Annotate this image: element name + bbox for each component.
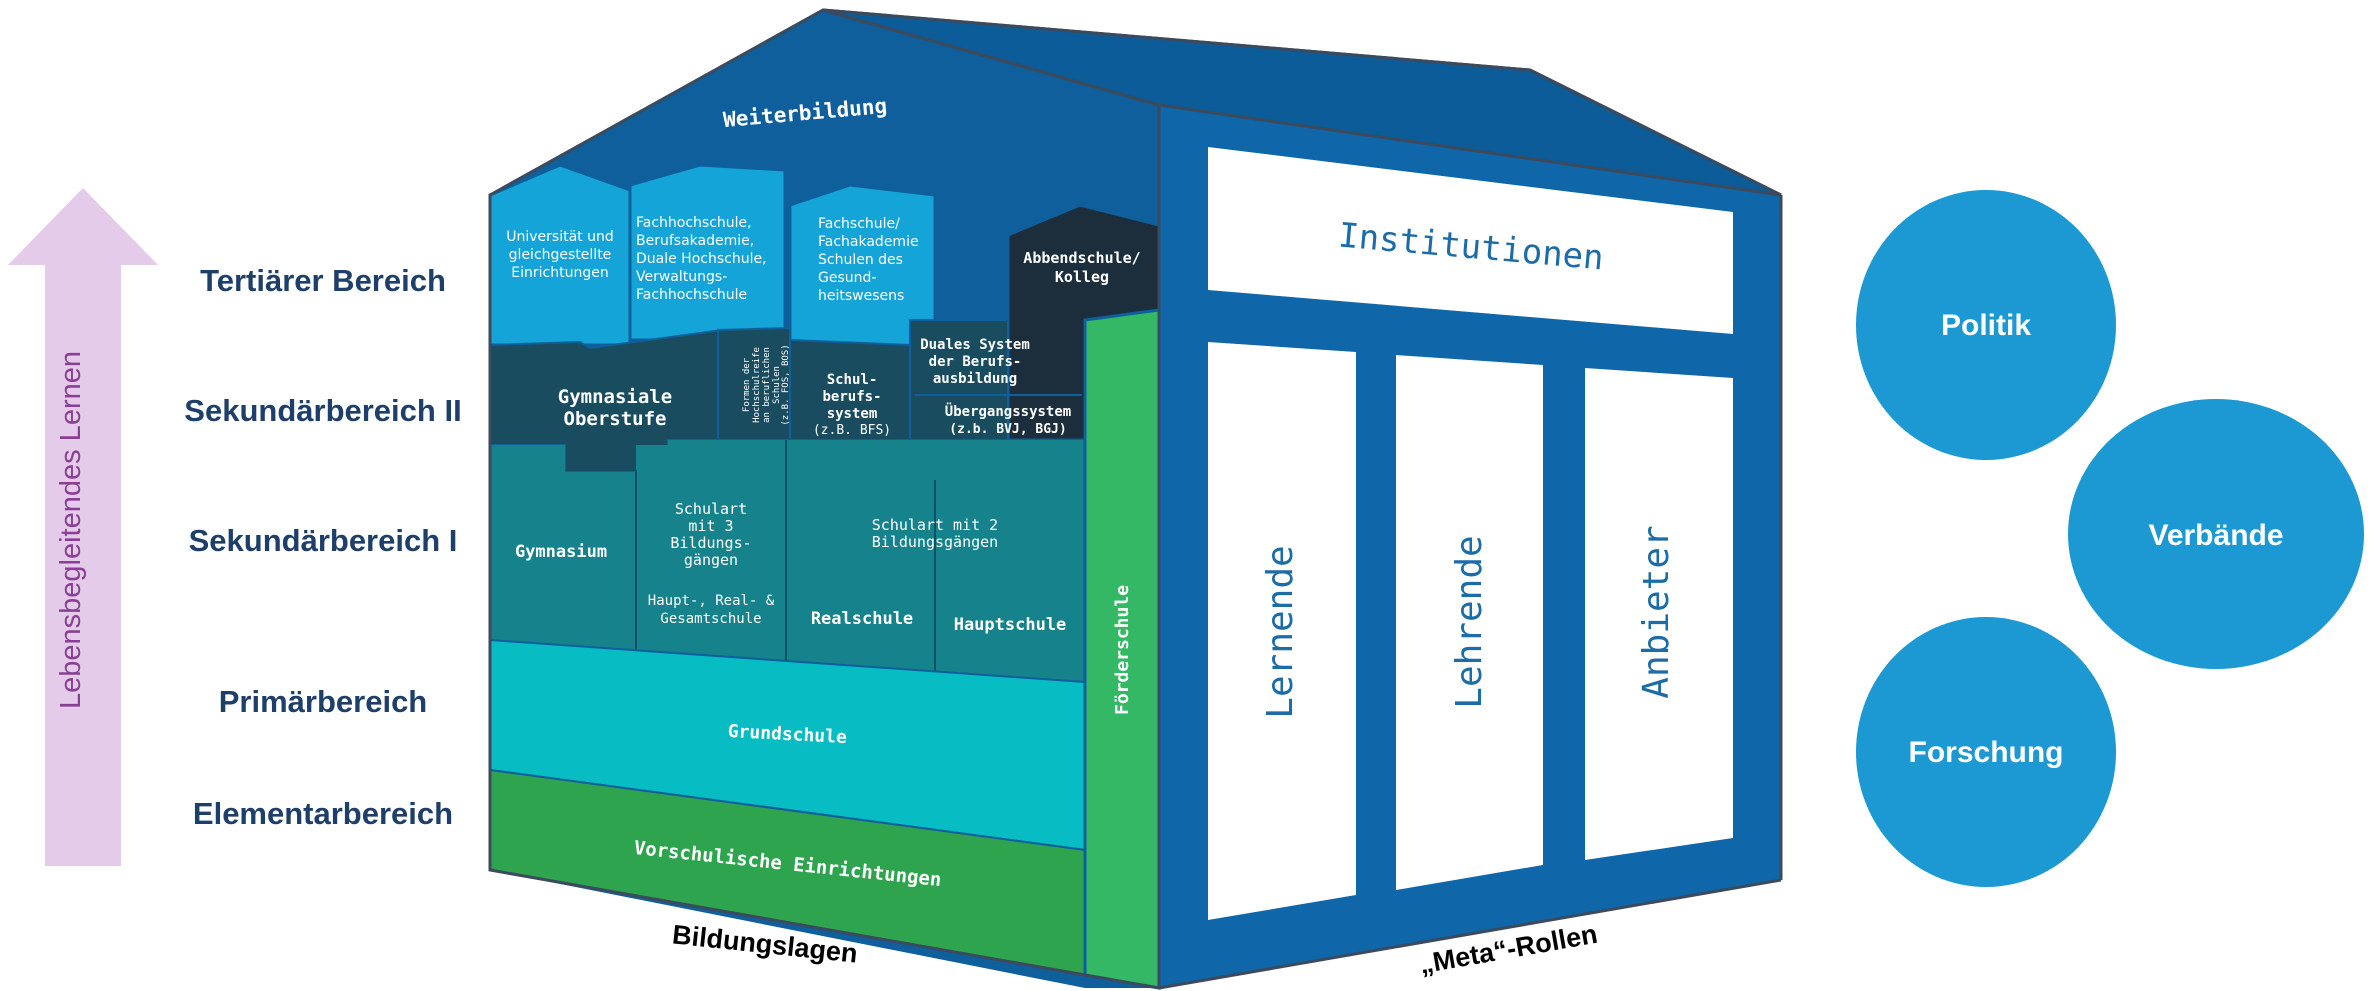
label-foerderschule: Förderschule [1112, 585, 1133, 715]
schulberufssystem-line-4: (z.B. BFS) [813, 423, 891, 438]
circle-verbaende [2068, 399, 2364, 669]
schulberufssystem-line-2: berufs- [822, 389, 881, 405]
tower-fachschule [788, 183, 937, 352]
abendschule-line-1: Abbendschule/ [1023, 249, 1140, 267]
label-gymnasium: Gymnasium [515, 542, 607, 562]
circle-forschung [1856, 617, 2116, 887]
label-anbieter: Anbieter [1636, 525, 1677, 698]
duales-line-3: ausbildung [933, 371, 1017, 387]
label-realschule: Realschule [811, 609, 913, 629]
arrow-label: Lebensbegleitendes Lernen [55, 351, 87, 709]
schulart2-line-1: Schulart mit 2 [872, 516, 998, 534]
stakeholder-circles: Politik Verbände Forschung [1856, 190, 2364, 887]
fachhochschule-text: Fachhochschule, Berufsakademie, Duale Ho… [636, 215, 767, 303]
schulart3-line-3: Bildungs- [670, 534, 751, 552]
haupt-real-line-1: Haupt-, Real- & [648, 593, 775, 609]
label-politik: Politik [1941, 309, 2031, 342]
block-realschule [786, 440, 935, 672]
hochschulreife-text: Formen der Hochschulreife an beruflichen… [742, 344, 791, 425]
fachhochschule-line-3: Duale Hochschule, [636, 251, 767, 267]
fachhochschule-line-5: Fachhochschule [636, 287, 747, 303]
schulart2-line-2: Bildungsgängen [872, 533, 998, 551]
uebergangssystem-text: Übergangssystem (z.b. BVJ, BGJ) [945, 402, 1071, 437]
level-label-primar: Primärbereich [219, 684, 428, 719]
fachhochschule-line-1: Fachhochschule, [636, 215, 752, 231]
level-label-sek2: Sekundärbereich II [184, 393, 461, 428]
schulart3-text: Schulart mit 3 Bildungs- gängen Haupt-, … [648, 500, 775, 627]
schulberufssystem-line-1: Schul- [827, 372, 878, 388]
hochschulreife-line-1: Formen der [742, 357, 752, 412]
abendschule-text: Abbendschule/ Kolleg [1023, 249, 1140, 286]
circle-politik [1856, 190, 2116, 460]
duales-line-2: der Berufs- [929, 354, 1022, 370]
label-hauptschule: Hauptschule [954, 615, 1067, 635]
fachschule-line-1: Fachschule/ [818, 216, 900, 232]
column-lehrende [1396, 355, 1543, 890]
schulart2-text: Schulart mit 2 Bildungsgängen [872, 516, 998, 551]
uebergang-line-1: Übergangssystem [945, 402, 1071, 420]
fachschule-line-2: Fachakademie [818, 234, 919, 250]
fachhochschule-line-4: Verwaltungs- [636, 269, 727, 285]
fachhochschule-line-2: Berufsakademie, [636, 233, 754, 249]
block-hauptschule [935, 440, 1085, 682]
schulberufssystem-line-3: system [827, 406, 878, 422]
arrow-shape [8, 188, 158, 866]
meta-roles-panel: Institutionen Lernende Lehrende Anbieter [1208, 147, 1733, 920]
hochschulreife-line-5: (z.B. FOS, BOS) [781, 344, 791, 425]
fachschule-line-3: Schulen des [818, 252, 903, 268]
front-bottom-edge [1158, 878, 1782, 990]
level-label-tertiaer: Tertiärer Bereich [200, 263, 446, 298]
universitaet-text: Universität und gleichgestellte Einricht… [506, 229, 614, 281]
level-label-sek1: Sekundärbereich I [189, 523, 458, 558]
hochschulreife-line-3: an beruflichen [762, 347, 772, 423]
gymnasiale-line-1: Gymnasiale [558, 386, 672, 408]
fachschule-line-4: Gesund- [818, 270, 876, 286]
schulart3-line-2: mit 3 [688, 517, 733, 535]
haupt-real-line-2: Gesamtschule [660, 611, 761, 627]
duales-system-text: Duales System der Berufs- ausbildung [920, 337, 1030, 387]
hochschulreife-line-4: Schulen [772, 366, 782, 404]
hochschulreife-line-2: Hochschulreife [752, 347, 762, 423]
label-lernende: Lernende [1260, 545, 1301, 718]
gymnasiale-oberstufe-text: Gymnasiale Oberstufe [558, 386, 672, 430]
column-lernende [1208, 342, 1356, 920]
fachschule-line-5: heitswesens [818, 288, 904, 304]
level-label-elementar: Elementarbereich [193, 796, 453, 831]
block-schulart3 [636, 440, 786, 662]
schulart3-line-1: Schulart [675, 500, 747, 518]
abendschule-line-2: Kolleg [1055, 268, 1109, 286]
universitaet-line-1: Universität und [506, 229, 614, 245]
universitaet-line-3: Einrichtungen [511, 265, 608, 281]
universitaet-line-2: gleichgestellte [509, 247, 612, 263]
uebergang-line-2: (z.b. BVJ, BGJ) [949, 422, 1066, 437]
institutionen-box [1208, 147, 1733, 334]
gymnasiale-line-2: Oberstufe [564, 408, 667, 430]
label-verbaende: Verbände [2148, 519, 2283, 552]
label-lehrende: Lehrende [1449, 535, 1490, 708]
schulart3-line-4: gängen [684, 551, 738, 569]
lifelong-learning-arrow: Lebensbegleitendes Lernen [8, 188, 158, 866]
schulberufssystem-text: Schul- berufs- system (z.B. BFS) [813, 372, 891, 438]
duales-line-1: Duales System [920, 337, 1030, 353]
fachschule-text: Fachschule/ Fachakademie Schulen des Ges… [818, 216, 919, 304]
label-forschung: Forschung [1909, 736, 2064, 769]
tower-fachhochschule [628, 163, 787, 342]
column-anbieter [1585, 368, 1733, 860]
block-gymnasium [490, 445, 668, 660]
